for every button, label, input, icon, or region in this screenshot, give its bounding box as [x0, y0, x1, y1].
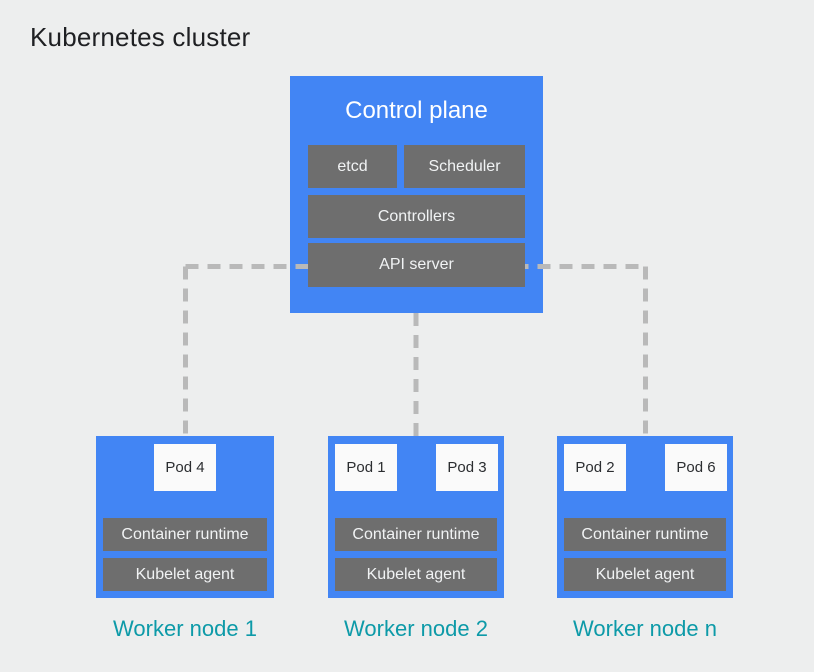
control-plane-box: Control plane etcd Scheduler Controllers…	[290, 76, 543, 313]
diagram-title: Kubernetes cluster	[30, 22, 251, 52]
worker-node-n-label: Worker node n	[573, 616, 717, 641]
kubelet-agent-box: Kubelet agent	[564, 558, 726, 591]
pod-box: Pod 3	[436, 444, 498, 491]
control-plane-title: Control plane	[345, 97, 488, 124]
container-runtime-box: Container runtime	[335, 518, 497, 551]
pod-box: Pod 6	[665, 444, 727, 491]
container-runtime-box: Container runtime	[103, 518, 267, 551]
etcd-box: etcd	[308, 145, 397, 188]
worker-node-n-box: Pod 2 Pod 6 Container runtime Kubelet ag…	[557, 436, 733, 598]
worker-node-2-box: Pod 1 Pod 3 Container runtime Kubelet ag…	[328, 436, 504, 598]
api-server-box: API server	[308, 243, 525, 287]
kubelet-agent-box: Kubelet agent	[335, 558, 497, 591]
pod-box: Pod 2	[564, 444, 626, 491]
worker-node-1-box: Pod 4 Container runtime Kubelet agent	[96, 436, 274, 598]
worker-node-2-label: Worker node 2	[344, 616, 488, 641]
container-runtime-box: Container runtime	[564, 518, 726, 551]
kubelet-agent-box: Kubelet agent	[103, 558, 267, 591]
controllers-box: Controllers	[308, 195, 525, 238]
scheduler-box: Scheduler	[404, 145, 525, 188]
pod-box: Pod 1	[335, 444, 397, 491]
pod-box: Pod 4	[154, 444, 216, 491]
worker-node-1-label: Worker node 1	[113, 616, 257, 641]
